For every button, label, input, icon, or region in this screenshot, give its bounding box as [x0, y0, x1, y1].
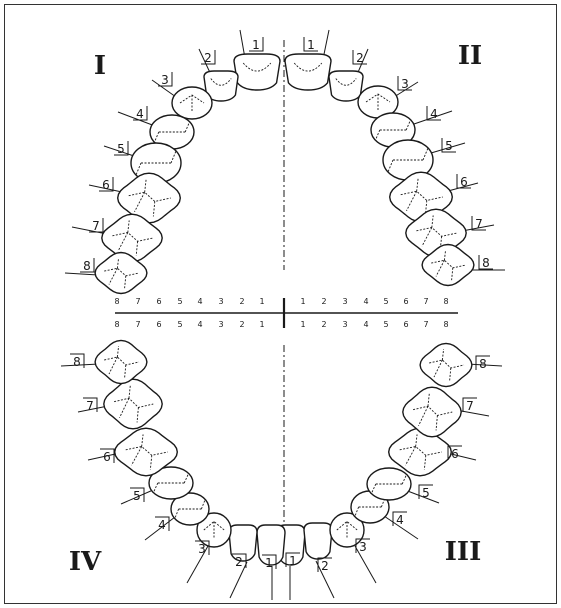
tooth-number: 5: [133, 489, 141, 503]
tooth-number: 6: [460, 175, 468, 189]
tooth-number: 7: [92, 219, 100, 233]
scale-number: 8: [114, 297, 119, 306]
tooth-q1-1: 1: [234, 30, 280, 90]
tooth-number: 3: [198, 542, 206, 556]
scale-number: 4: [363, 297, 368, 306]
tooth-number: 2: [204, 51, 212, 65]
tooth-number: 8: [73, 355, 81, 369]
tooth-number: 4: [396, 513, 404, 527]
tooth-number: 2: [321, 559, 329, 573]
tooth-number: 8: [479, 357, 487, 371]
tooth-q2-3: 3: [358, 76, 418, 118]
scale-number: 7: [423, 320, 428, 329]
tooth-number: 3: [401, 77, 409, 91]
tooth-number: 2: [235, 555, 243, 569]
scale-number: 1: [259, 297, 264, 306]
tooth-number: 1: [252, 38, 260, 52]
tooth-number: 4: [158, 518, 166, 532]
tooth-crown: [229, 525, 257, 561]
tooth-q3-8: 8: [420, 343, 502, 386]
tooth-q4-8: 8: [61, 340, 147, 383]
tooth-crown: [329, 71, 363, 101]
tooth-q1-8: 8: [65, 253, 147, 294]
tooth-leader-line: [65, 273, 98, 275]
tooth-crown: [367, 468, 411, 500]
scale-number: 5: [383, 297, 388, 306]
scale-number: 7: [423, 297, 428, 306]
tooth-q2-8: 8: [422, 245, 505, 286]
scale-number: 3: [342, 297, 347, 306]
tooth-number: 2: [356, 51, 364, 65]
tooth-number: 1: [265, 556, 273, 570]
tooth-number: 5: [445, 139, 453, 153]
scale-number: 8: [114, 320, 119, 329]
scale-number: 4: [197, 297, 202, 306]
tooth-number: 8: [482, 256, 490, 270]
scale-number: 6: [156, 297, 161, 306]
tooth-q4-1: 1: [257, 525, 285, 600]
tooth-number: 3: [161, 73, 169, 87]
tooth-crown: [403, 387, 461, 437]
scale-number: 5: [383, 320, 388, 329]
scale-number: 5: [177, 320, 182, 329]
scale-number: 1: [300, 297, 305, 306]
figure-border: [5, 5, 557, 604]
quadrant-label-q3: III: [445, 537, 482, 567]
scale-number: 7: [135, 297, 140, 306]
tooth-crown: [285, 54, 331, 90]
scale-number: 8: [443, 297, 448, 306]
scale-number: 6: [403, 297, 408, 306]
scale-number: 2: [321, 297, 326, 306]
scale-number: 7: [135, 320, 140, 329]
tooth-number: 1: [307, 38, 315, 52]
tooth-number: 5: [117, 142, 125, 156]
tooth-q3-2: 2: [304, 523, 334, 598]
quadrant-label-q1: I: [94, 51, 106, 81]
scale-number: 1: [300, 320, 305, 329]
tooth-leader-line: [72, 227, 107, 234]
tooth-number: 4: [430, 107, 438, 121]
scale-number: 2: [239, 320, 244, 329]
tooth-number: 6: [102, 178, 110, 192]
scale-number: 4: [363, 320, 368, 329]
tooth-number: 1: [289, 554, 297, 568]
scale-number: 3: [218, 320, 223, 329]
scale-number: 3: [342, 320, 347, 329]
tooth-number: 6: [451, 447, 459, 461]
tooth-crown: [304, 523, 332, 559]
tooth-q1-3: 3: [152, 72, 212, 119]
tooth-q4-7: 7: [78, 379, 162, 429]
scale-number: 4: [197, 320, 202, 329]
scale-number: 3: [218, 297, 223, 306]
tooth-crown: [104, 379, 162, 429]
scale-number: 6: [403, 320, 408, 329]
scale-number: 6: [156, 320, 161, 329]
tooth-crown: [95, 340, 147, 383]
tooth-number: 7: [475, 217, 483, 231]
tooth-number: 7: [466, 399, 474, 413]
tooth-q2-1: 1: [285, 30, 331, 90]
scale-number: 2: [239, 297, 244, 306]
scale-number: 8: [443, 320, 448, 329]
tooth-number: 8: [83, 259, 91, 273]
scale-number: 2: [321, 320, 326, 329]
tooth-crown: [234, 54, 280, 90]
tooth-number: 7: [86, 399, 94, 413]
tooth-number: 5: [422, 486, 430, 500]
quadrant-label-q4: IV: [69, 547, 102, 577]
tooth-q4-2: 2: [229, 525, 257, 598]
tooth-crown: [420, 343, 472, 386]
scale-number: 5: [177, 297, 182, 306]
tooth-number: 6: [103, 450, 111, 464]
scale-number: 1: [259, 320, 264, 329]
tooth-number: 3: [359, 540, 367, 554]
tooth-number: 4: [136, 107, 144, 121]
quadrant-label-q2: II: [458, 41, 482, 71]
